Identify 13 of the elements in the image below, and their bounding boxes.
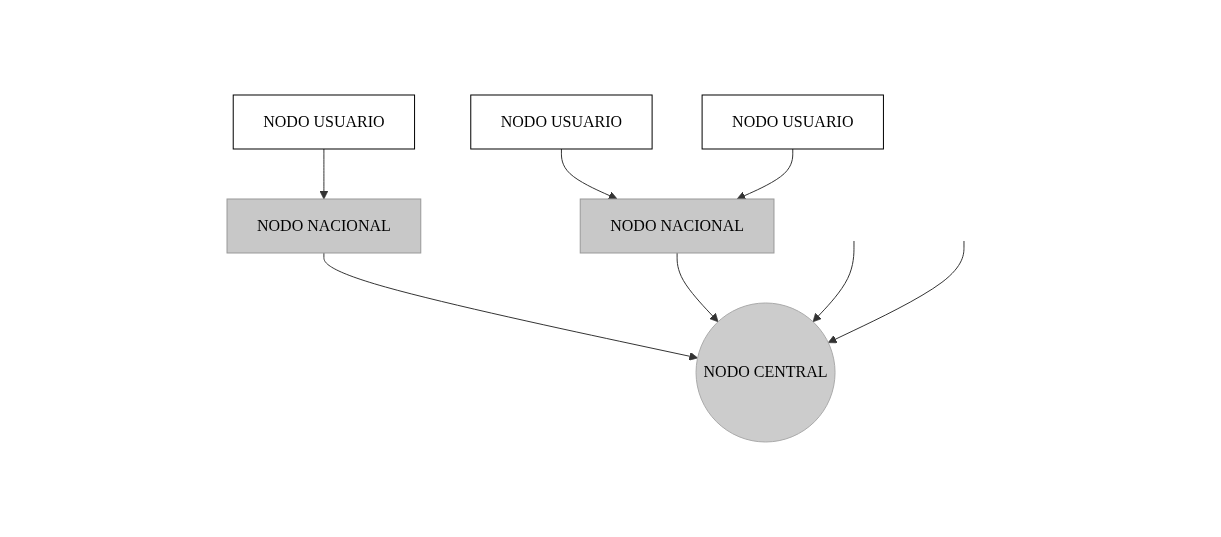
arrow xyxy=(323,252,698,361)
arrow xyxy=(812,240,855,323)
arrow xyxy=(827,240,965,344)
node-box: NODO USUARIO xyxy=(470,94,653,150)
arrow xyxy=(560,148,618,200)
node-box: NODO NACIONAL xyxy=(579,198,775,254)
arrow xyxy=(319,148,329,200)
node-box: NODO USUARIO xyxy=(701,94,884,150)
arrow xyxy=(676,252,719,323)
node-box: NODO NACIONAL xyxy=(226,198,422,254)
node-box: NODO USUARIO xyxy=(232,94,416,150)
arrow xyxy=(736,148,794,200)
node-circle: NODO CENTRAL xyxy=(695,302,836,443)
